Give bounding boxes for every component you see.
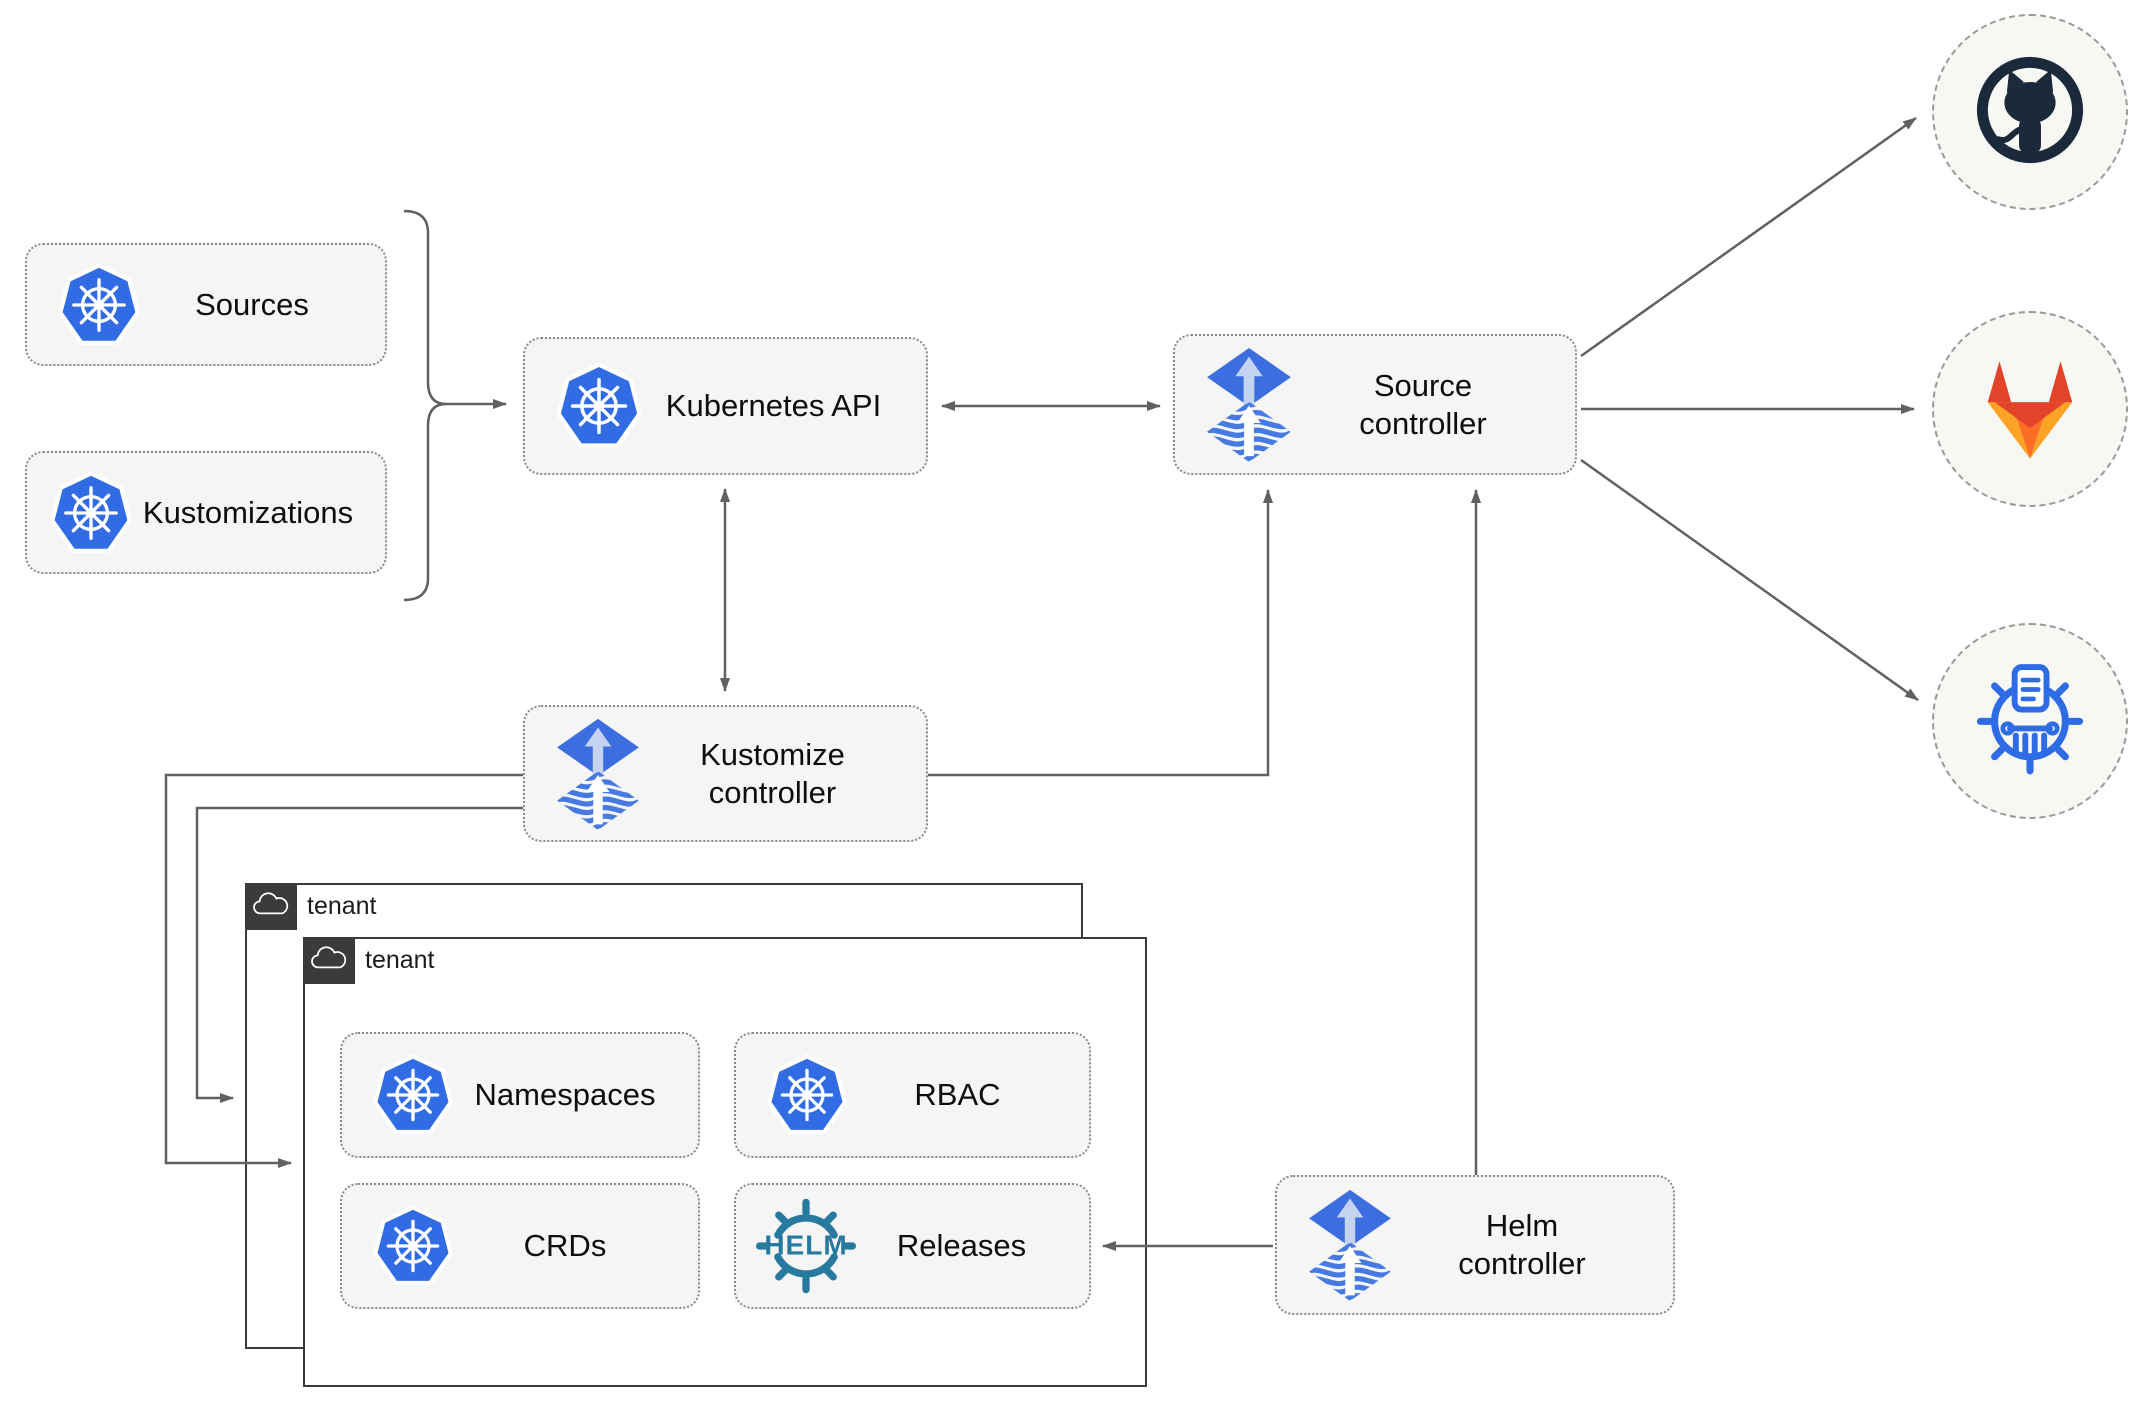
- helm-logo-text: HELM: [764, 1229, 848, 1261]
- node-kustomize-controller: Kustomize controller: [523, 705, 928, 842]
- edge-sourcectl-harbor: [1580, 458, 1919, 702]
- kubernetes-icon: [57, 263, 141, 347]
- gitlab-tanuki-icon: [1971, 353, 2089, 466]
- github-octocat-icon: [1969, 49, 2091, 176]
- tenant-header: [302, 936, 355, 984]
- kubernetes-icon: [49, 471, 133, 555]
- node-sources: Sources: [25, 243, 387, 366]
- endpoint-gitlab: [1932, 311, 2128, 507]
- edge-kustomizectl-sourcectl: [928, 489, 1273, 777]
- kubernetes-icon: [372, 1205, 454, 1287]
- node-kustomizations: Kustomizations: [25, 451, 387, 574]
- flux-icon: [1307, 1188, 1393, 1302]
- cloud-icon: [251, 889, 291, 924]
- node-label: Kubernetes API: [665, 388, 882, 424]
- node-label: CRDs: [523, 1228, 607, 1264]
- cloud-icon: [309, 943, 349, 978]
- tenant-label: tenant: [307, 891, 377, 920]
- node-namespaces: Namespaces: [340, 1032, 700, 1158]
- endpoint-harbor-registry: [1932, 623, 2128, 819]
- node-source-controller: Source controller: [1173, 334, 1577, 475]
- node-label: Helm controller: [1458, 1208, 1586, 1281]
- node-label: Namespaces: [474, 1077, 656, 1113]
- flux-icon: [1205, 346, 1293, 463]
- node-label: Releases: [896, 1228, 1027, 1264]
- node-releases: HELM Releases: [734, 1183, 1091, 1309]
- node-label: Kustomize controller: [700, 736, 845, 810]
- kubernetes-icon: [766, 1054, 848, 1136]
- node-helm-controller: Helm controller: [1275, 1175, 1675, 1315]
- tenant-header: [244, 882, 297, 930]
- node-kubernetes-api: Kubernetes API: [523, 337, 928, 475]
- edge-bracket: [403, 209, 447, 602]
- node-label: Sources: [195, 286, 309, 322]
- node-label: Kustomizations: [142, 494, 354, 530]
- node-label: RBAC: [914, 1077, 1001, 1113]
- node-label: Source controller: [1359, 367, 1487, 441]
- kubernetes-icon: [555, 362, 643, 450]
- flux-icon: [555, 717, 641, 831]
- endpoint-github: [1932, 14, 2128, 210]
- node-crds: CRDs: [340, 1183, 700, 1309]
- helm-icon: HELM: [756, 1196, 856, 1296]
- kubernetes-icon: [372, 1054, 454, 1136]
- tenant-label: tenant: [365, 945, 435, 974]
- tenant-group-inner: tenant: [302, 936, 1147, 1387]
- node-rbac: RBAC: [734, 1032, 1091, 1158]
- edge-sourcectl-github: [1580, 116, 1917, 358]
- harbor-registry-icon: [1971, 660, 2089, 783]
